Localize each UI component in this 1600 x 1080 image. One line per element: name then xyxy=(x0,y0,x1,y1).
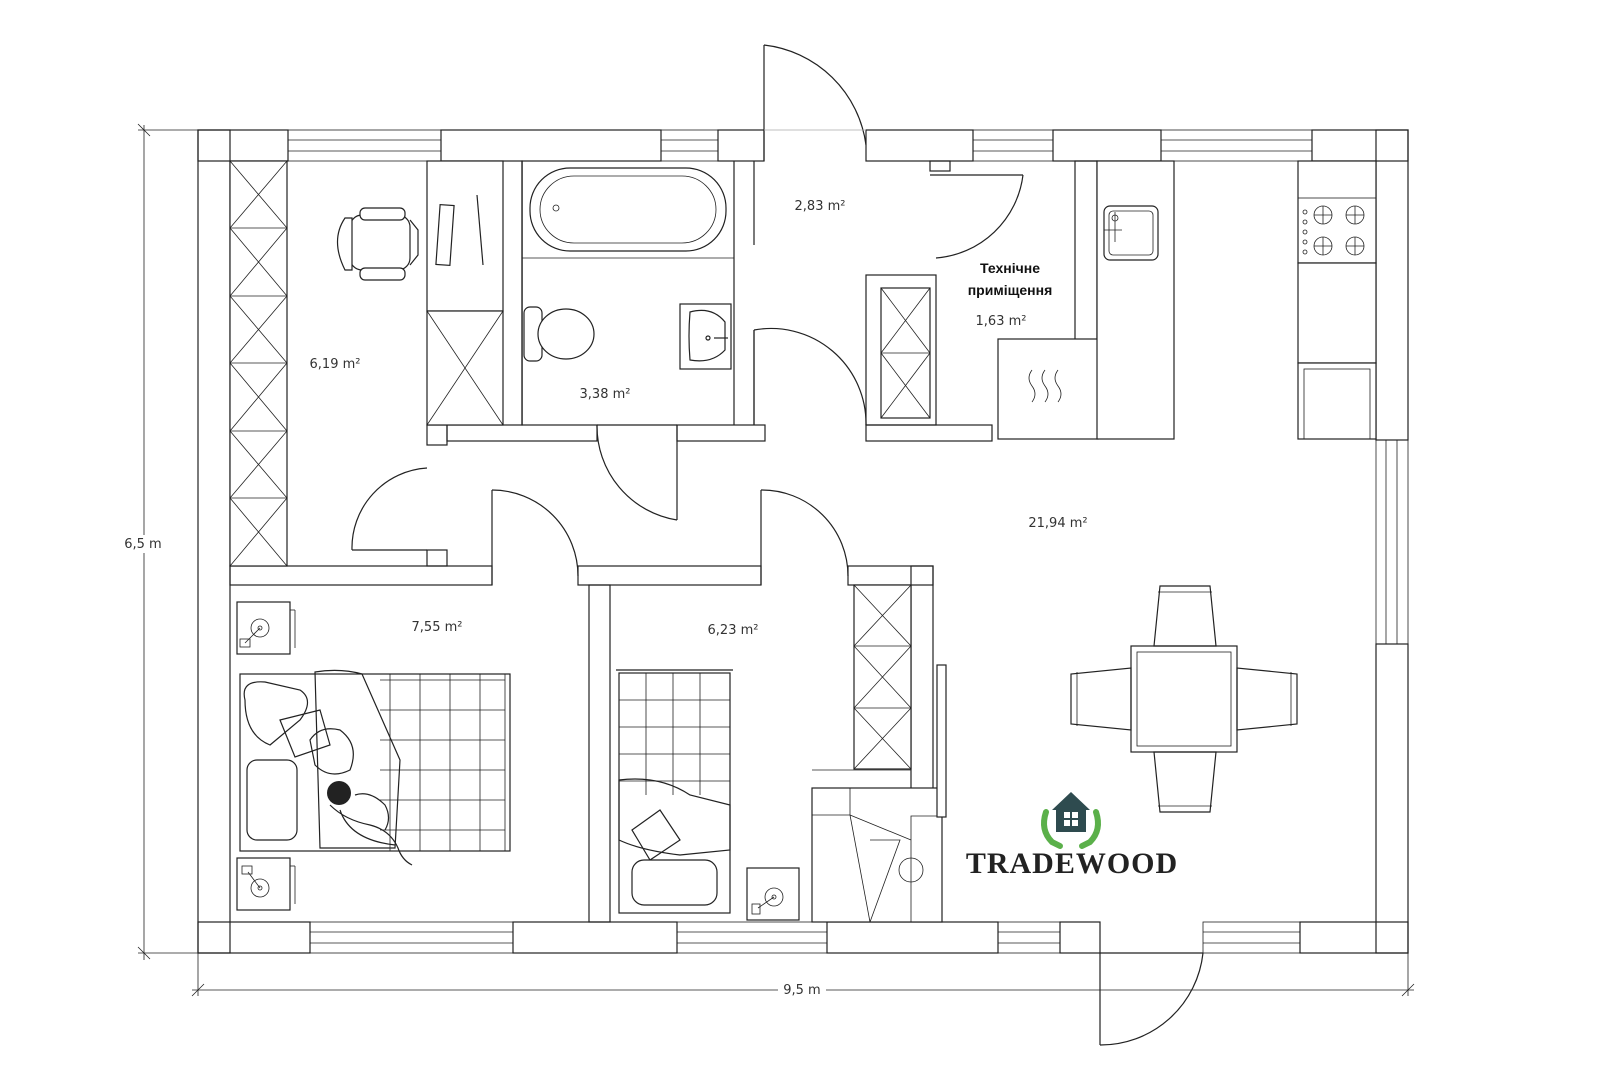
technical-room-name-line2: приміщення xyxy=(968,282,1053,298)
width-dimension: 9,5 m xyxy=(783,983,820,998)
height-dimension: 6,5 m xyxy=(124,537,161,552)
doors xyxy=(351,44,1204,1046)
entrance-area-label: 2,83 m² xyxy=(795,199,846,214)
house-hands-icon xyxy=(1041,792,1101,849)
tradewood-logo: TRADEWOOD xyxy=(966,792,1178,880)
living-area-label: 21,94 m² xyxy=(1028,516,1087,531)
kids-room xyxy=(616,584,947,923)
study-area-label: 6,19 m² xyxy=(310,357,361,372)
technical-room-name-line1: Технічне xyxy=(980,260,1040,276)
technical-area-label: 1,63 m² xyxy=(976,314,1027,329)
kitchen xyxy=(1096,160,1377,440)
bedroom xyxy=(236,601,511,911)
study-room xyxy=(229,160,504,567)
bathroom xyxy=(522,167,734,370)
bedroom-area-label: 7,55 m² xyxy=(412,620,463,635)
dimension-lines xyxy=(137,123,1415,997)
logo-text: TRADEWOOD xyxy=(966,847,1178,880)
windows xyxy=(287,129,1409,954)
bathroom-area-label: 3,38 m² xyxy=(580,387,631,402)
kids-room-area-label: 6,23 m² xyxy=(708,623,759,638)
technical-room xyxy=(880,287,1099,440)
dining-table xyxy=(1070,585,1298,813)
